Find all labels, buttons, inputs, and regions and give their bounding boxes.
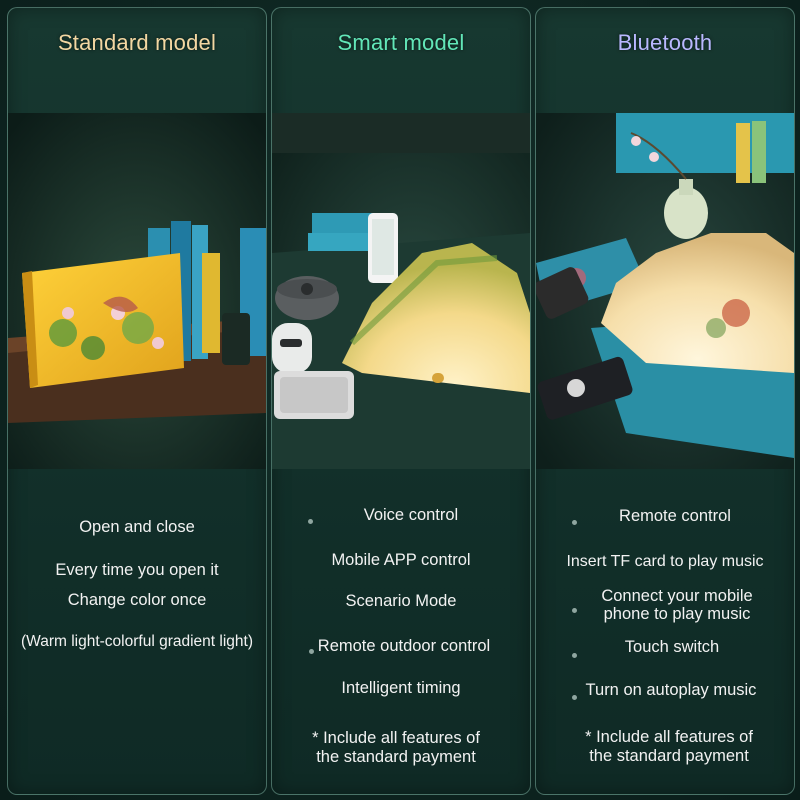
feature-gradient-light: (Warm light-colorful gradient light) <box>20 633 253 650</box>
bullet-dot <box>572 653 577 658</box>
bullet-dot <box>572 608 577 613</box>
feature-voice-control: Voice control <box>363 506 459 524</box>
feature-touch-switch: Touch switch <box>624 638 720 656</box>
note-include-features: * Include all features of <box>312 729 480 747</box>
bluetooth-model-title: Bluetooth <box>617 30 713 55</box>
feature-mobile-app-control: Mobile APP control <box>331 551 471 569</box>
note-include-features: * Include all features of <box>585 728 753 746</box>
feature-change-color: Change color once <box>67 591 207 609</box>
note-standard-payment: the standard payment <box>316 748 476 766</box>
feature-scenario-mode: Scenario Mode <box>345 592 457 610</box>
feature-remote-control: Remote control <box>619 507 731 525</box>
bullet-dot <box>572 695 577 700</box>
bullet-dot <box>572 520 577 525</box>
bullet-dot <box>308 519 313 524</box>
standard-model-title: Standard model <box>57 30 217 55</box>
bluetooth-model-column: Bluetooth <box>535 7 795 795</box>
note-standard-payment: the standard payment <box>589 747 749 765</box>
feature-remote-outdoor-control: Remote outdoor control <box>317 637 491 655</box>
smart-model-column: Smart model <box>271 7 531 795</box>
bluetooth-model-photo <box>536 113 794 469</box>
smart-model-photo <box>272 113 530 469</box>
feature-autoplay-music: Turn on autoplay music <box>585 681 757 699</box>
standard-model-photo <box>8 113 266 469</box>
feature-phone-play-music: phone to play music <box>603 605 751 623</box>
feature-tf-card-music: Insert TF card to play music <box>566 553 764 570</box>
standard-model-column: Standard model <box>7 7 267 795</box>
bullet-dot <box>309 649 314 654</box>
feature-connect-mobile: Connect your mobile <box>601 587 753 605</box>
feature-intelligent-timing: Intelligent timing <box>341 679 461 697</box>
feature-every-open: Every time you open it <box>55 561 219 579</box>
feature-open-close: Open and close <box>79 518 195 536</box>
smart-model-title: Smart model <box>337 30 465 55</box>
